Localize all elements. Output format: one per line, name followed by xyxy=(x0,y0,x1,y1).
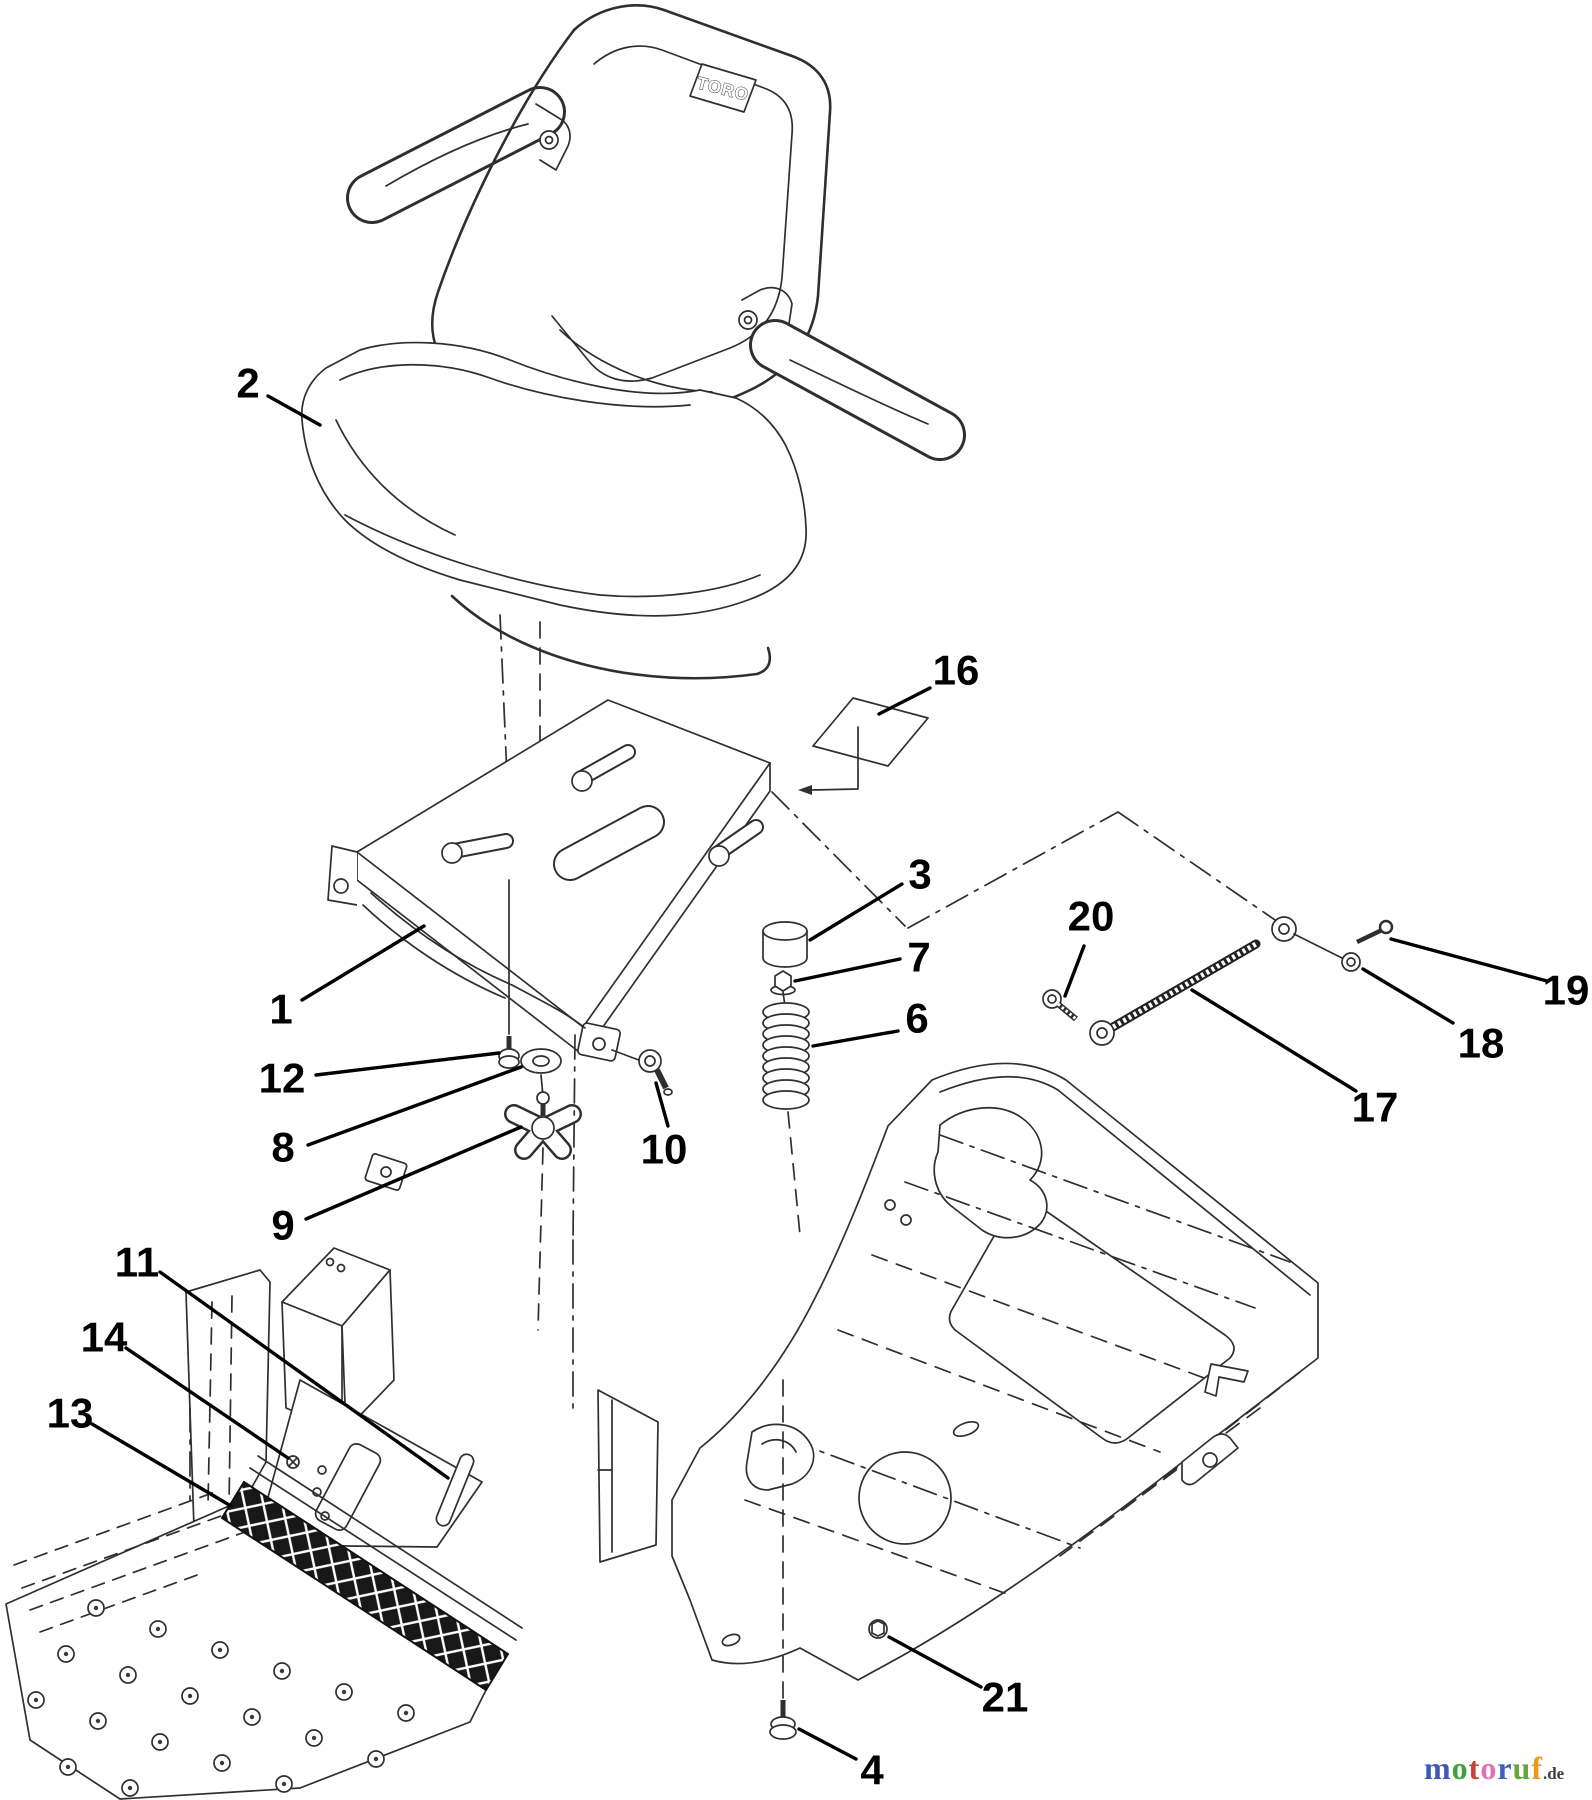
part-number-12: 12 xyxy=(259,1055,306,1102)
seat-left-armrest xyxy=(346,86,571,224)
part-callout-2: 2 xyxy=(236,360,322,427)
part-callout-18: 18 xyxy=(1361,967,1505,1067)
part-callout-19: 19 xyxy=(1389,937,1590,1014)
part-callout-16: 16 xyxy=(877,647,980,716)
part-callout-17: 17 xyxy=(1190,988,1399,1131)
leader-line-16 xyxy=(877,686,932,716)
part-number-4: 4 xyxy=(860,1747,884,1794)
motoruf-logo[interactable]: motoruf.de xyxy=(1424,1750,1564,1787)
part-callout-3: 3 xyxy=(808,851,932,942)
cap-3 xyxy=(762,921,808,968)
part-callout-4: 4 xyxy=(797,1727,884,1794)
foot-plate xyxy=(5,1455,523,1800)
leader-line-9 xyxy=(304,1125,523,1221)
part-number-6: 6 xyxy=(905,995,928,1042)
motoruf-logo-letter: r xyxy=(1497,1750,1513,1786)
part-callout-11: 11 xyxy=(115,1239,450,1480)
bolt-10 xyxy=(638,1049,673,1096)
bolt-20 xyxy=(1042,989,1078,1022)
leader-line-12 xyxy=(314,1051,501,1077)
seat-assembly: TORO xyxy=(300,4,966,844)
motoruf-logo-letter: o xyxy=(1480,1750,1498,1786)
nut-21 xyxy=(868,1619,888,1639)
motoruf-logo-letter: u xyxy=(1512,1750,1532,1786)
cable-assembly xyxy=(907,811,1394,1046)
part-callout-14: 14 xyxy=(81,1314,290,1460)
part-callout-20: 20 xyxy=(1063,893,1115,998)
part-callout-7: 7 xyxy=(793,934,931,983)
cable-17 xyxy=(1089,916,1343,1046)
leader-line-20 xyxy=(1063,944,1086,998)
leader-line-2 xyxy=(266,394,322,427)
part-number-3: 3 xyxy=(908,851,931,898)
leader-line-17 xyxy=(1190,988,1358,1093)
leader-line-11 xyxy=(158,1270,450,1480)
motoruf-logo-letter: f xyxy=(1531,1750,1543,1786)
part-number-21: 21 xyxy=(982,1674,1029,1721)
part-callout-21: 21 xyxy=(887,1635,1029,1721)
leader-line-21 xyxy=(887,1635,983,1689)
decal-16 xyxy=(798,697,929,795)
leader-line-1 xyxy=(300,924,426,1002)
spring-assembly xyxy=(762,791,906,1236)
part-callout-10: 10 xyxy=(641,1081,688,1173)
part-number-2: 2 xyxy=(236,360,259,407)
leader-line-13 xyxy=(90,1422,233,1508)
part-number-19: 19 xyxy=(1543,967,1590,1014)
part-number-17: 17 xyxy=(1352,1084,1399,1131)
part-number-16: 16 xyxy=(933,647,980,694)
knob-9 xyxy=(504,1091,582,1160)
part-callout-1: 1 xyxy=(269,924,426,1033)
leader-line-6 xyxy=(811,1029,900,1048)
washer-18 xyxy=(1341,952,1361,972)
part-callout-12: 12 xyxy=(259,1051,501,1102)
part-number-18: 18 xyxy=(1458,1020,1505,1067)
part-number-14: 14 xyxy=(81,1314,128,1361)
motoruf-logo-letter: t xyxy=(1468,1750,1481,1786)
part-callout-13: 13 xyxy=(47,1390,233,1508)
leader-line-14 xyxy=(124,1346,290,1460)
part-number-1: 1 xyxy=(269,986,292,1033)
main-frame xyxy=(671,1062,1319,1740)
seat-mounting-plate xyxy=(327,699,771,1062)
motoruf-logo-letter: m xyxy=(1424,1750,1452,1786)
seat-right-armrest xyxy=(738,286,966,461)
part-number-11: 11 xyxy=(115,1239,159,1286)
cotter-pin-19 xyxy=(1356,919,1394,945)
nut-7 xyxy=(770,970,796,996)
leader-line-7 xyxy=(793,957,902,983)
part-callout-9: 9 xyxy=(271,1125,523,1249)
motoruf-logo-letter: o xyxy=(1451,1750,1469,1786)
part-callout-8: 8 xyxy=(271,1065,523,1171)
part-number-8: 8 xyxy=(271,1124,294,1171)
leader-line-18 xyxy=(1361,967,1455,1025)
leader-line-3 xyxy=(808,882,904,942)
part-number-7: 7 xyxy=(907,934,930,981)
leader-line-4 xyxy=(797,1727,858,1761)
seat-cushion xyxy=(300,341,807,680)
part-number-10: 10 xyxy=(641,1126,688,1173)
washer-8 xyxy=(520,1048,562,1074)
part-callout-6: 6 xyxy=(811,995,929,1048)
mounting-hardware xyxy=(498,879,673,1416)
part-number-20: 20 xyxy=(1068,893,1115,940)
bolt-4 xyxy=(769,1700,797,1740)
motoruf-logo-suffix: .de xyxy=(1542,1764,1565,1783)
part-number-13: 13 xyxy=(47,1390,94,1437)
leader-line-8 xyxy=(306,1065,523,1147)
bolt-12 xyxy=(498,1036,520,1069)
leader-line-19 xyxy=(1389,937,1549,983)
leader-line-10 xyxy=(654,1081,670,1128)
part-number-9: 9 xyxy=(271,1202,294,1249)
spring-6 xyxy=(762,991,810,1110)
